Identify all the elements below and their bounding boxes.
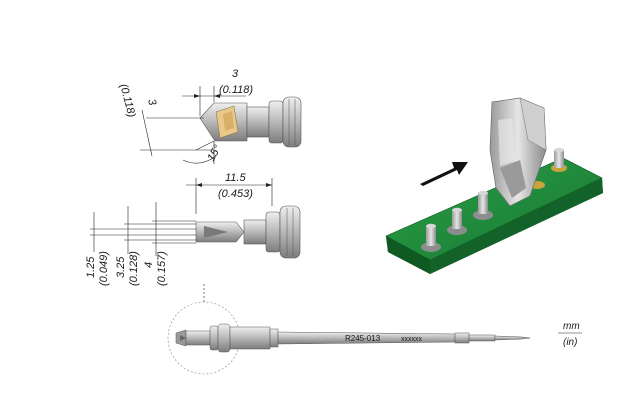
dim-d1-in: (0.049) — [98, 251, 110, 286]
dim-d2-mm: 3.25 — [115, 256, 127, 278]
direction-arrow-icon — [420, 162, 468, 186]
dim-length-in: (0.453) — [218, 188, 253, 200]
dim-angle: 15° — [205, 143, 224, 164]
top-view-drawing — [140, 86, 302, 164]
dim-top-height-in: (0.118) — [117, 83, 137, 119]
pcb-pin — [554, 147, 564, 168]
dim-d3-in: (0.157) — [156, 251, 168, 286]
units-primary: mm — [563, 321, 580, 332]
pcb-pin — [421, 223, 441, 252]
dim-d1-mm: 1.25 — [85, 256, 97, 278]
side-view-drawing — [90, 178, 301, 259]
dim-d3-mm: 4 — [143, 262, 155, 268]
pcb-illustration — [385, 97, 603, 274]
units-secondary: (in) — [563, 337, 577, 348]
dim-d2-in: (0.128) — [128, 251, 140, 286]
cartridge-model-label: R245-013 — [345, 334, 381, 343]
dim-top-width-mm: 3 — [232, 68, 239, 80]
cartridge-serial-label: xxxxxx — [401, 336, 423, 343]
tip-illustration — [489, 97, 547, 207]
dim-top-height-mm: 3 — [145, 98, 158, 108]
cartridge-drawing — [167, 284, 531, 375]
dim-length-mm: 11.5 — [225, 172, 246, 184]
pcb-pin — [473, 190, 493, 220]
pcb-pin — [447, 207, 467, 235]
dim-top-width-in: (0.118) — [219, 84, 253, 96]
